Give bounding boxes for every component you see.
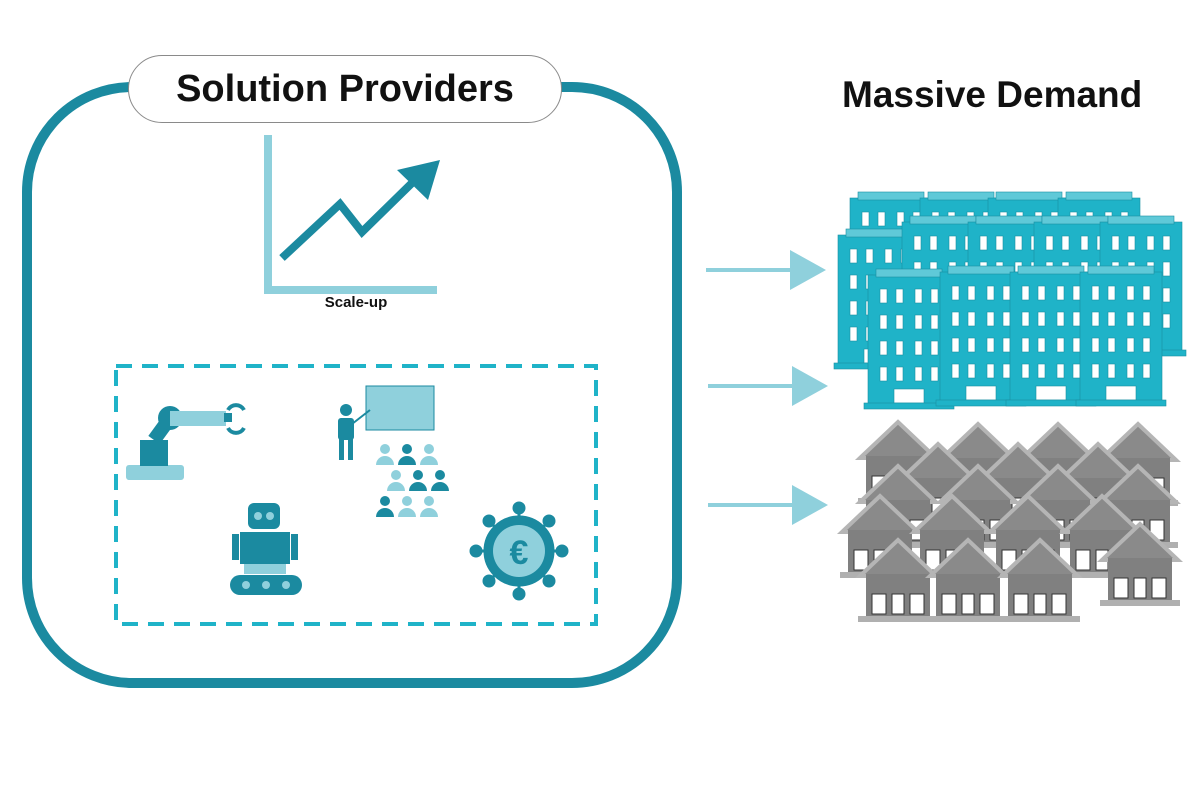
- massive-demand-title: Massive Demand: [842, 74, 1143, 115]
- houses-cluster: [838, 420, 1182, 624]
- scale-up-chart: [264, 135, 440, 294]
- robot-arm-icon: [126, 403, 246, 480]
- euro-coin-icon: €: [469, 501, 569, 601]
- solution-providers-title: Solution Providers: [128, 55, 562, 123]
- arrow-to-demand-3: [708, 485, 828, 525]
- scale-up-label: Scale-up: [324, 294, 388, 311]
- apartment-buildings-cluster: [833, 191, 1187, 410]
- svg-text:€: €: [510, 534, 529, 572]
- teacher-classroom-icon: [338, 385, 449, 517]
- arrow-to-demand-2: [708, 366, 828, 406]
- robot-icon: [230, 503, 302, 595]
- growth-arrow-head: [397, 160, 440, 200]
- providers-dashed-box: [114, 364, 598, 626]
- arrow-to-demand-1: [706, 250, 826, 290]
